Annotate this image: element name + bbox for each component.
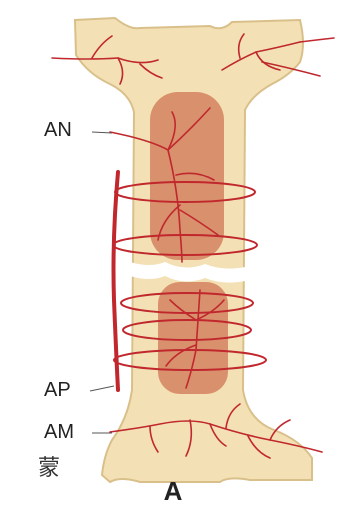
label-an: AN — [44, 120, 72, 140]
corner-character: 蒙 — [38, 458, 60, 480]
leader-lines — [90, 132, 114, 433]
label-ap: AP — [44, 380, 71, 400]
label-am: AM — [44, 422, 74, 442]
panel-label: A — [164, 478, 183, 504]
